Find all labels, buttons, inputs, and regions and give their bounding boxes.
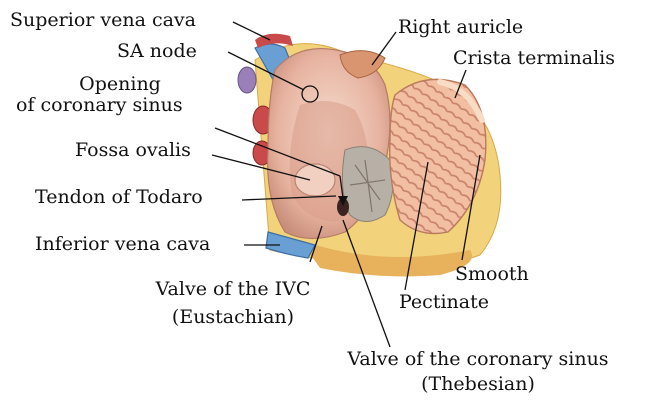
leader-svc <box>233 22 270 40</box>
label-right-auricle: Right auricle <box>398 17 523 38</box>
label-inferior-vena-cava: Inferior vena cava <box>35 234 210 255</box>
label-crista-terminalis: Crista terminalis <box>453 48 615 69</box>
label-valve-ivc-1: Valve of the IVC <box>130 279 336 300</box>
vessel-purple <box>238 67 256 93</box>
label-smooth: Smooth <box>455 264 529 285</box>
label-opening-1: Opening <box>68 74 172 95</box>
fossa-ovalis <box>295 164 335 196</box>
label-pectinate: Pectinate <box>399 292 489 313</box>
label-valve-cs-1: Valve of the coronary sinus <box>312 349 644 370</box>
label-valve-ivc-2: (Eustachian) <box>130 307 336 328</box>
label-fossa-ovalis: Fossa ovalis <box>75 140 191 161</box>
label-superior-vena-cava: Superior vena cava <box>10 10 196 31</box>
label-valve-cs-2: (Thebesian) <box>312 374 644 395</box>
label-sa-node: SA node <box>117 41 197 62</box>
label-tendon-of-todaro: Tendon of Todaro <box>35 187 203 208</box>
label-opening-2: of coronary sinus <box>16 95 183 116</box>
